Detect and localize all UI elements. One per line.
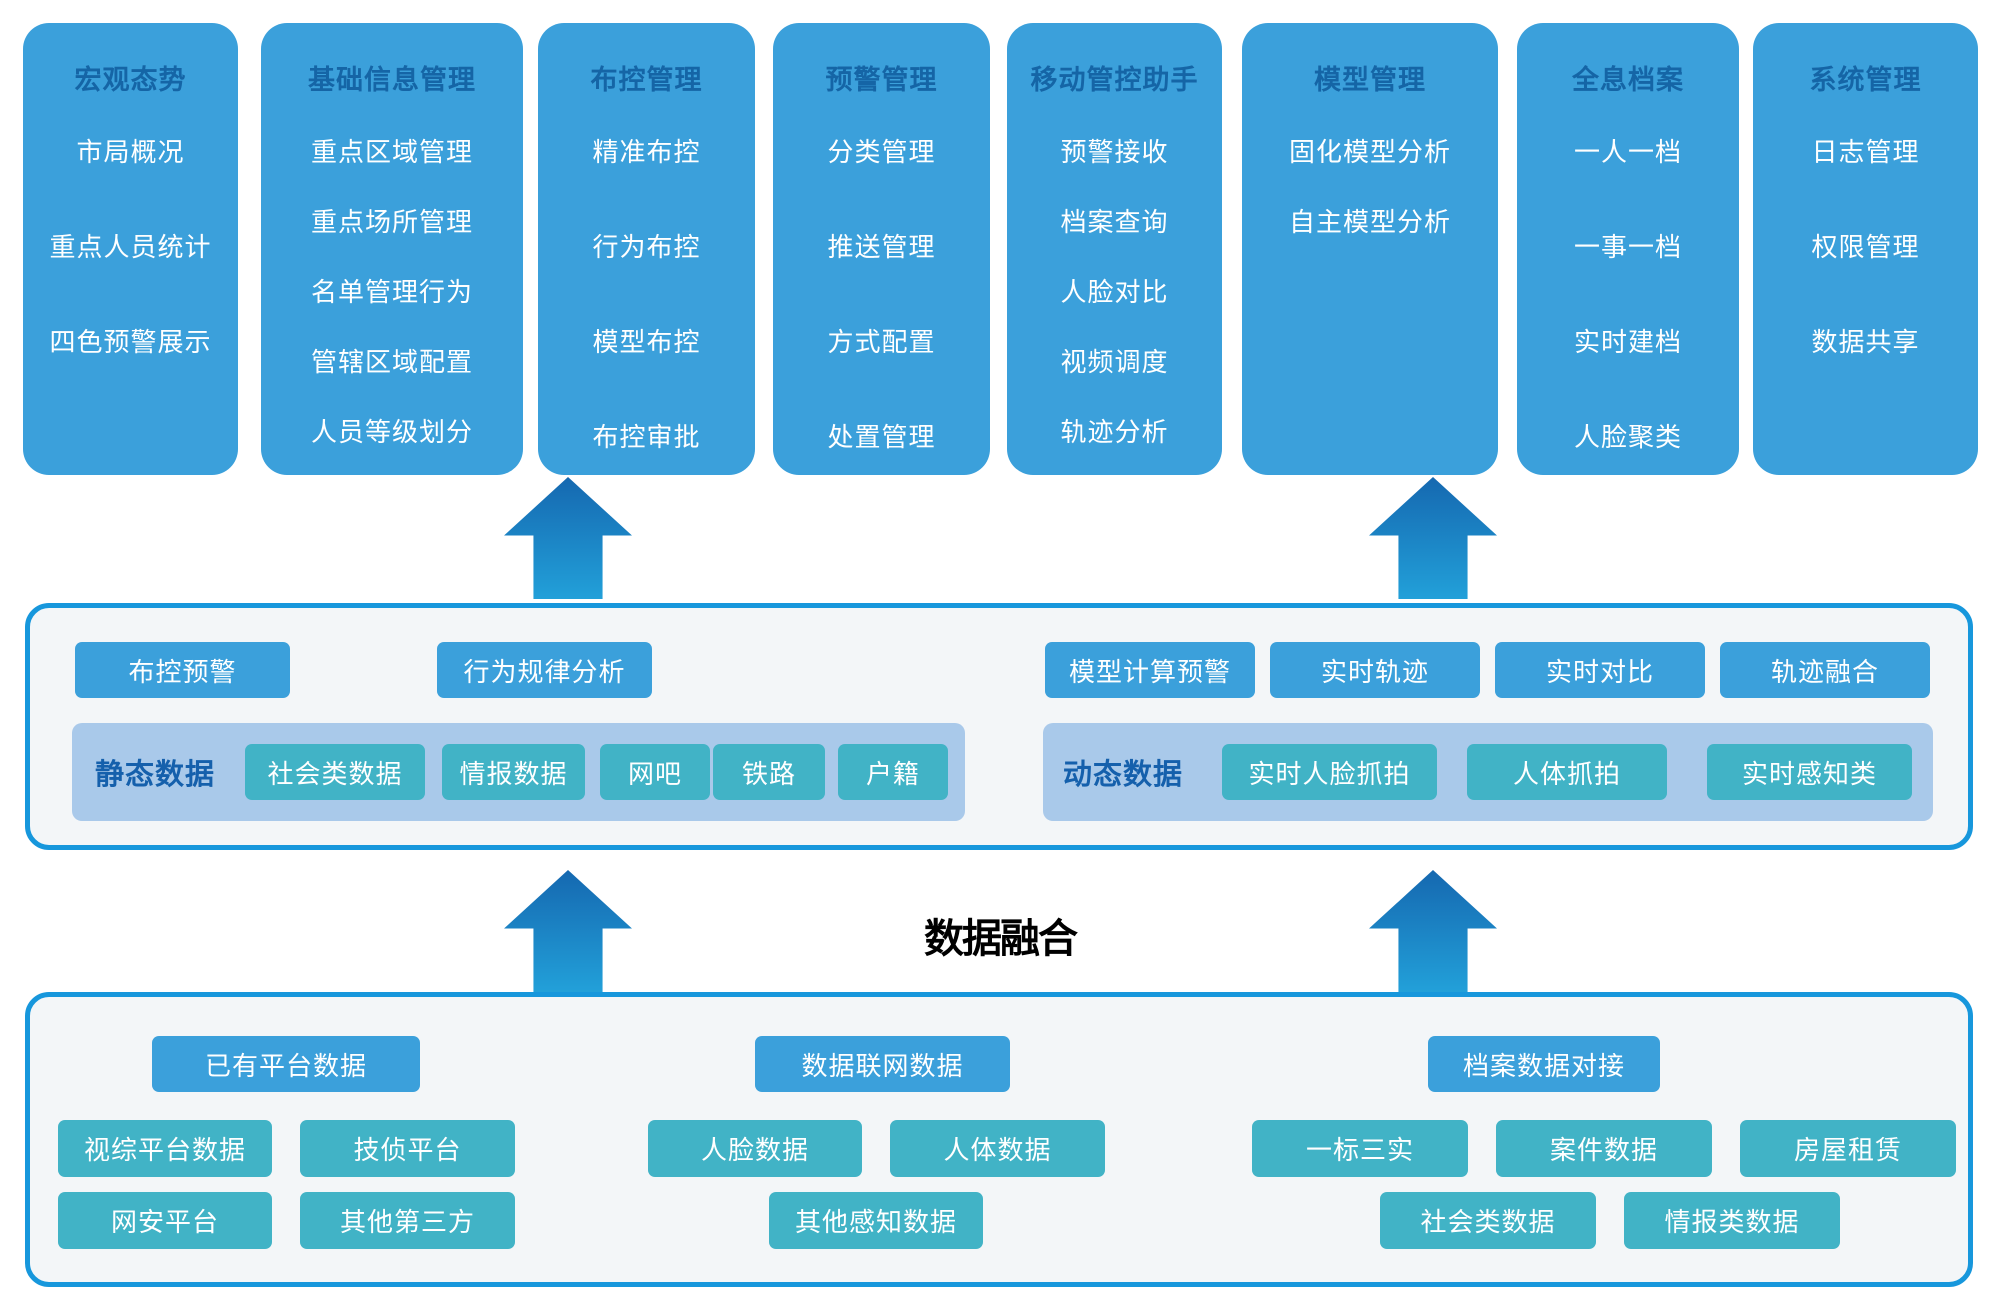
tag-realtime-track: 实时轨迹 xyxy=(1270,642,1480,698)
data-fusion-label: 数据融合 xyxy=(924,917,1078,961)
module-items: 预警接收 档案查询 人脸对比 视频调度 轨迹分析 xyxy=(1007,115,1222,465)
module-item: 日志管理 xyxy=(1811,137,1920,167)
module-item: 人脸聚类 xyxy=(1573,422,1682,452)
module-item: 人脸对比 xyxy=(1060,276,1169,307)
module-card-surveillance-control: 布控管理 精准布控 行为布控 模型布控 布控审批 xyxy=(538,23,755,475)
module-card-model-management: 模型管理 固化模型分析 自主模型分析 xyxy=(1242,23,1498,475)
chip-realtime-sensing: 实时感知类 xyxy=(1707,744,1912,800)
module-title: 基础信息管理 xyxy=(308,64,476,95)
module-title: 宏观态势 xyxy=(74,64,187,95)
module-item: 行为布控 xyxy=(592,232,701,262)
module-item: 市局概况 xyxy=(76,137,185,167)
tag-control-alert: 布控预警 xyxy=(75,642,290,698)
module-card-system-management: 系统管理 日志管理 权限管理 数据共享 xyxy=(1753,23,1978,475)
chip-cyber-platform: 网安平台 xyxy=(58,1192,272,1249)
module-card-basic-info-management: 基础信息管理 重点区域管理 重点场所管理 名单管理行为 管辖区域配置 人员等级划… xyxy=(261,23,523,475)
up-arrow-icon xyxy=(1369,477,1497,599)
chip-social-class-data: 社会类数据 xyxy=(1380,1192,1596,1249)
module-item: 数据共享 xyxy=(1811,327,1920,357)
analysis-layer-panel: 布控预警 行为规律分析 模型计算预警 实时轨迹 实时对比 轨迹融合 静态数据 社… xyxy=(25,603,1973,850)
module-item: 重点区域管理 xyxy=(310,136,473,167)
chip-house-rental: 房屋租赁 xyxy=(1740,1120,1956,1177)
module-item: 重点人员统计 xyxy=(49,232,212,262)
module-item: 方式配置 xyxy=(827,327,936,357)
module-item: 一事一档 xyxy=(1573,232,1682,262)
tag-realtime-compare: 实时对比 xyxy=(1495,642,1705,698)
up-arrow-icon xyxy=(504,477,632,599)
module-item: 管辖区域配置 xyxy=(310,346,473,377)
module-item: 自主模型分析 xyxy=(1288,206,1451,237)
chip-face-capture: 实时人脸抓拍 xyxy=(1222,744,1437,800)
chip-railway-data: 铁路 xyxy=(713,744,825,800)
module-card-holographic-archive: 全息档案 一人一档 一事一档 实时建档 人脸聚类 xyxy=(1517,23,1739,475)
chip-other-sensing-data: 其他感知数据 xyxy=(769,1192,983,1249)
module-items: 固化模型分析 自主模型分析 xyxy=(1242,115,1498,255)
module-items: 重点区域管理 重点场所管理 名单管理行为 管辖区域配置 人员等级划分 xyxy=(261,115,523,465)
module-item: 实时建档 xyxy=(1573,327,1682,357)
module-item: 精准布控 xyxy=(592,137,701,167)
module-item: 轨迹分析 xyxy=(1060,416,1169,447)
module-title: 系统管理 xyxy=(1809,64,1922,95)
static-data-label: 静态数据 xyxy=(95,759,216,791)
module-item: 视频调度 xyxy=(1060,346,1169,377)
chip-body-capture: 人体抓拍 xyxy=(1467,744,1667,800)
module-item: 权限管理 xyxy=(1811,232,1920,262)
chip-intel-data: 情报数据 xyxy=(442,744,585,800)
module-item: 处置管理 xyxy=(827,422,936,452)
module-items: 日志管理 权限管理 数据共享 xyxy=(1753,103,1978,388)
module-item: 布控审批 xyxy=(592,422,701,452)
tag-track-fusion: 轨迹融合 xyxy=(1720,642,1930,698)
module-card-mobile-assistant: 移动管控助手 预警接收 档案查询 人脸对比 视频调度 轨迹分析 xyxy=(1007,23,1222,475)
module-item: 名单管理行为 xyxy=(310,276,473,307)
static-data-group: 静态数据 社会类数据 情报数据 网吧 铁路 户籍 xyxy=(72,723,965,821)
module-card-macro-situation: 宏观态势 市局概况 重点人员统计 四色预警展示 xyxy=(23,23,238,475)
header-archive-docking: 档案数据对接 xyxy=(1428,1036,1660,1092)
module-title: 预警管理 xyxy=(825,64,938,95)
module-item: 固化模型分析 xyxy=(1288,136,1451,167)
module-item: 重点场所管理 xyxy=(310,206,473,237)
chip-case-data: 案件数据 xyxy=(1496,1120,1712,1177)
chip-one-label-three-real: 一标三实 xyxy=(1252,1120,1468,1177)
chip-video-platform: 视综平台数据 xyxy=(58,1120,272,1177)
chip-third-party: 其他第三方 xyxy=(300,1192,515,1249)
up-arrow-icon xyxy=(504,870,632,992)
chip-social-data: 社会类数据 xyxy=(245,744,425,800)
module-item: 人员等级划分 xyxy=(310,416,473,447)
up-arrow-icon xyxy=(1369,870,1497,992)
data-source-layer-panel: 已有平台数据 视综平台数据 技侦平台 网安平台 其他第三方 数据联网数据 人脸数… xyxy=(25,992,1973,1287)
module-title: 移动管控助手 xyxy=(1030,64,1199,95)
module-card-alert-management: 预警管理 分类管理 推送管理 方式配置 处置管理 xyxy=(773,23,990,475)
dynamic-data-group: 动态数据 实时人脸抓拍 人体抓拍 实时感知类 xyxy=(1043,723,1933,821)
module-item: 档案查询 xyxy=(1060,206,1169,237)
module-title: 全息档案 xyxy=(1572,64,1684,95)
chip-tech-recon-platform: 技侦平台 xyxy=(300,1120,515,1177)
module-items: 一人一档 一事一档 实时建档 人脸聚类 xyxy=(1517,103,1739,483)
module-title: 布控管理 xyxy=(590,64,703,95)
module-item: 一人一档 xyxy=(1573,137,1682,167)
header-network-data: 数据联网数据 xyxy=(755,1036,1010,1092)
module-items: 市局概况 重点人员统计 四色预警展示 xyxy=(23,103,238,388)
module-item: 模型布控 xyxy=(592,327,701,357)
module-item: 四色预警展示 xyxy=(49,327,212,357)
dynamic-data-label: 动态数据 xyxy=(1063,759,1184,791)
module-item: 预警接收 xyxy=(1060,136,1169,167)
module-item: 分类管理 xyxy=(827,137,936,167)
chip-household-data: 户籍 xyxy=(838,744,948,800)
module-items: 分类管理 推送管理 方式配置 处置管理 xyxy=(773,103,990,483)
chip-intel-class-data: 情报类数据 xyxy=(1624,1192,1840,1249)
tag-model-calc-alert: 模型计算预警 xyxy=(1045,642,1255,698)
module-item: 推送管理 xyxy=(827,232,936,262)
chip-face-data: 人脸数据 xyxy=(648,1120,862,1177)
chip-netbar-data: 网吧 xyxy=(600,744,710,800)
module-items: 精准布控 行为布控 模型布控 布控审批 xyxy=(538,103,755,483)
chip-body-data: 人体数据 xyxy=(890,1120,1105,1177)
tag-behavior-analysis: 行为规律分析 xyxy=(437,642,652,698)
header-existing-platform: 已有平台数据 xyxy=(152,1036,420,1092)
module-title: 模型管理 xyxy=(1314,64,1426,95)
